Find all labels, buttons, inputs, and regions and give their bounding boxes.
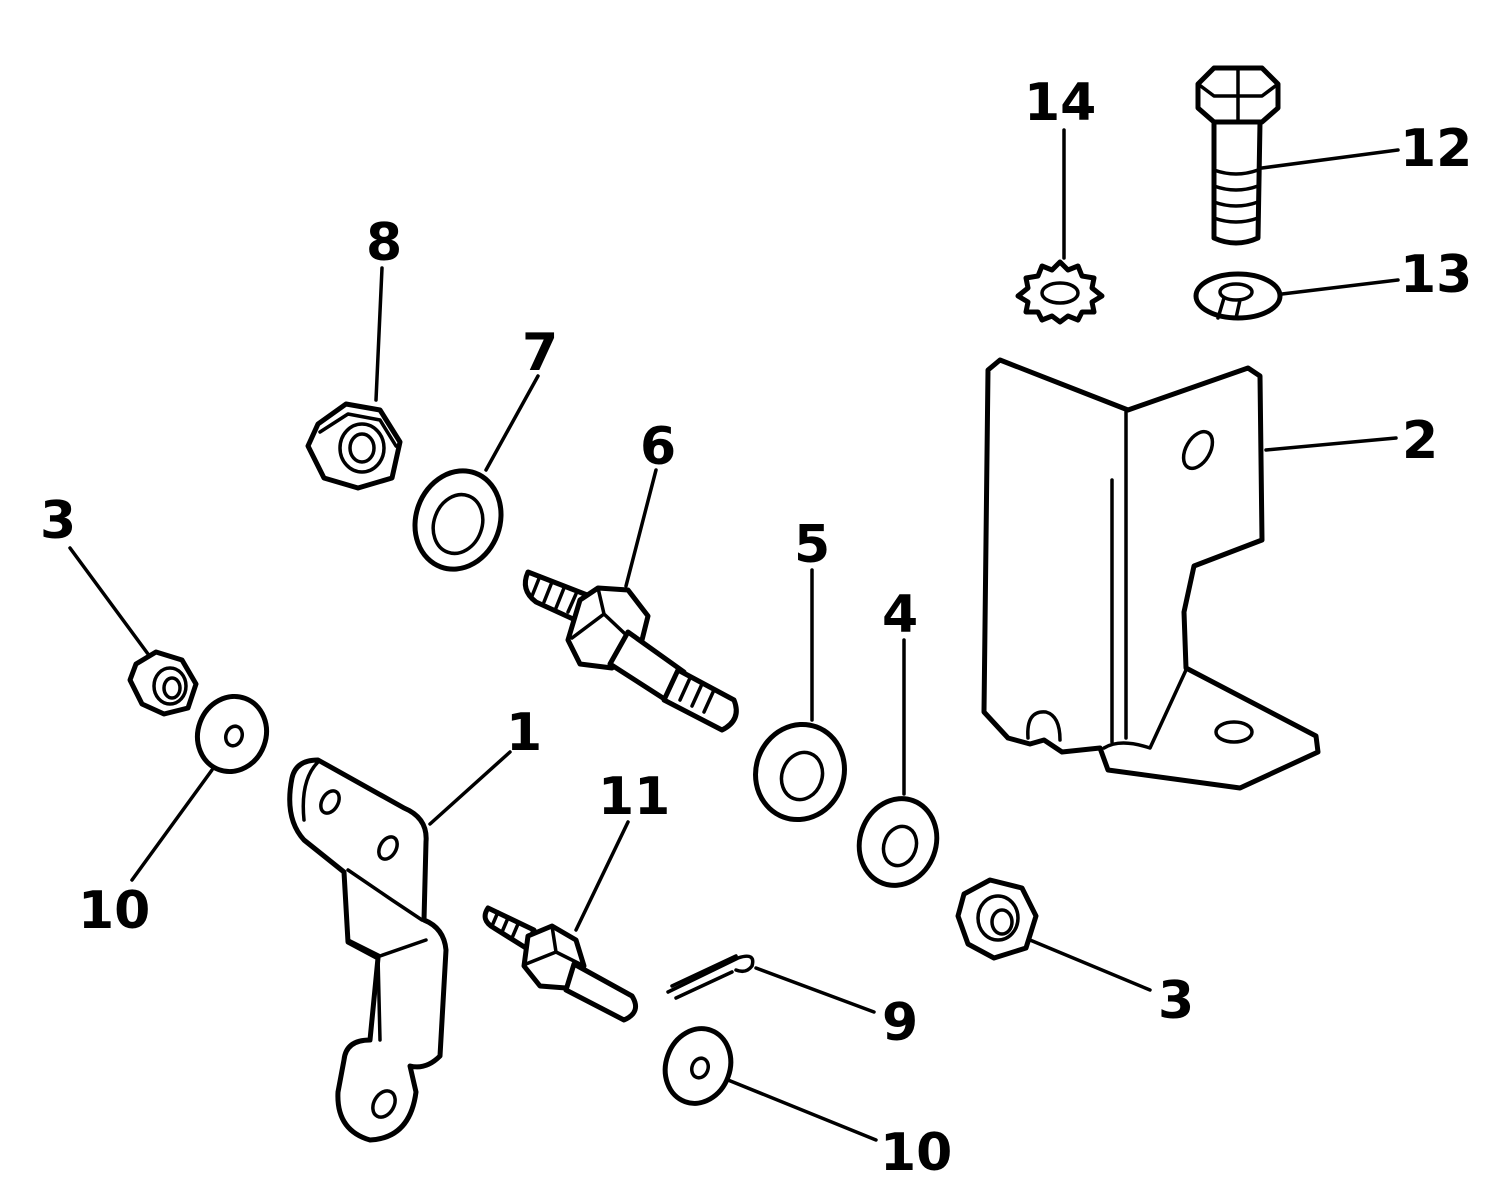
leader-12 [1260, 148, 1400, 170]
leader-3b [1028, 938, 1152, 992]
leader-11 [574, 820, 630, 932]
part-12-hex-bolt [1195, 65, 1281, 246]
leader-7 [484, 374, 540, 472]
part-7-flat-washer [412, 468, 504, 572]
callout-11: 11 [598, 767, 670, 827]
part-2-mounting-bracket [981, 357, 1321, 791]
part-10-washer-lower [662, 1026, 734, 1106]
callout-10-lower: 10 [880, 1123, 952, 1183]
callout-7: 7 [522, 323, 558, 383]
callout-2: 2 [1402, 411, 1438, 471]
part-8-hex-nut [305, 401, 403, 491]
leader-6 [624, 468, 658, 588]
part-1-link-bracket [287, 757, 449, 1143]
callout-10-upper: 10 [78, 881, 150, 941]
part-4-flat-washer [856, 796, 940, 888]
callout-5: 5 [794, 515, 830, 575]
leader-8 [374, 266, 384, 402]
leader-10a [130, 768, 214, 882]
part-3-hex-nut-left [127, 649, 199, 717]
callout-8: 8 [366, 213, 402, 273]
part-14-tooth-washer [1015, 259, 1105, 325]
callout-1: 1 [506, 703, 542, 763]
leader-lines [68, 128, 1400, 1142]
callout-3-left: 3 [40, 491, 76, 551]
callout-6: 6 [640, 417, 676, 477]
leader-9 [754, 966, 876, 1014]
callout-12: 12 [1400, 119, 1472, 179]
callout-13: 13 [1400, 245, 1472, 305]
part-6-shoulder-stud [522, 569, 739, 733]
leader-2 [1264, 436, 1398, 452]
callout-14: 14 [1024, 73, 1096, 133]
leader-10b [726, 1078, 878, 1142]
leader-13 [1280, 278, 1400, 296]
part-5-thick-washer [753, 721, 847, 823]
part-11-small-stud [482, 905, 639, 1023]
callout-4: 4 [882, 585, 918, 645]
part-13-lock-washer [1193, 271, 1283, 321]
leader-3a [68, 546, 150, 656]
part-9-cotter-pin [666, 954, 755, 1000]
part-10-washer-upper [195, 693, 269, 775]
leader-1 [428, 750, 512, 826]
part-3-hex-nut-right [955, 877, 1039, 961]
callout-9: 9 [882, 993, 918, 1053]
callout-labels: 12 13 14 2 8 7 6 5 4 3 3 10 1 11 9 10 [40, 73, 1472, 1183]
callout-3-right: 3 [1158, 971, 1194, 1031]
